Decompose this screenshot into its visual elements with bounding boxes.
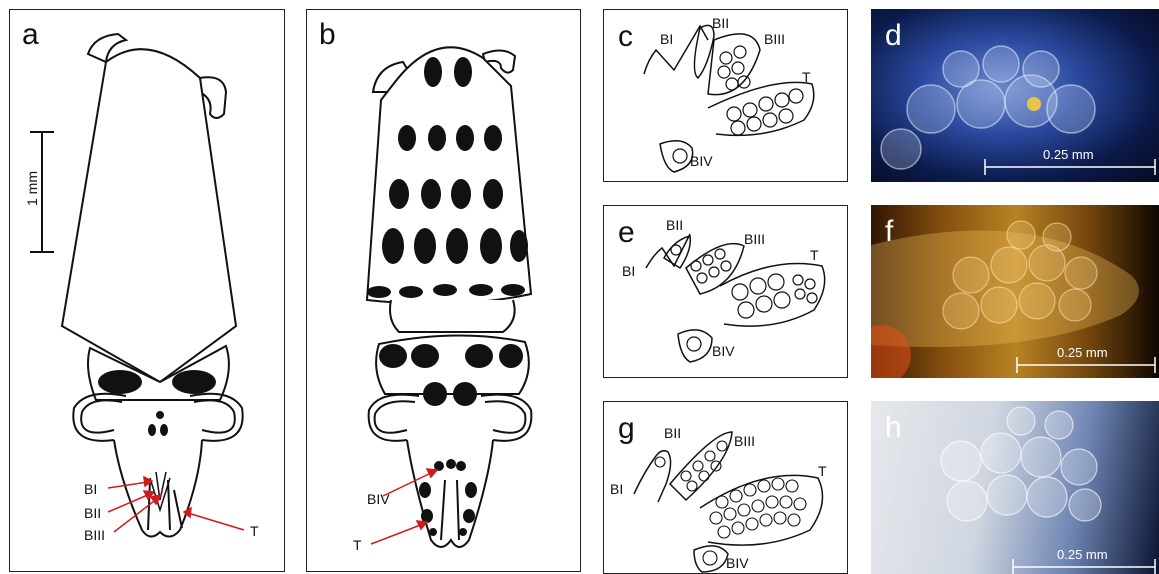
squid-chromatophore-drawing (307, 10, 581, 572)
label-biv-e: BIV (712, 344, 735, 358)
photo-d: d 0.25 mm (871, 9, 1159, 182)
sucker-photo-texture-f (871, 205, 1159, 378)
panel-g: g BII BIII BI T BIV (603, 401, 848, 574)
panel-h-letter: h (885, 413, 902, 443)
sucker-photo-texture-h (871, 401, 1159, 574)
panel-c: c BI BII BIII T BIV (603, 9, 848, 182)
label-t-a: T (250, 524, 259, 538)
label-biv-g: BIV (726, 556, 749, 570)
panel-e: e BII BIII BI T BIV (603, 205, 848, 378)
label-bi-c: BI (660, 32, 673, 46)
label-biv-b: BIV (367, 492, 390, 506)
label-biii-a: BIII (84, 528, 105, 542)
label-bii-g: BII (664, 426, 681, 440)
squid-outline-drawing (10, 10, 285, 572)
eye-left (98, 370, 142, 394)
scale-label-f: 0.25 mm (1057, 345, 1108, 360)
label-bi-e: BI (622, 264, 635, 278)
label-bi-g: BI (610, 482, 623, 496)
panel-b: b (306, 9, 581, 572)
label-bii-a: BII (84, 506, 101, 520)
label-t-g: T (818, 464, 827, 478)
label-biii-g: BIII (734, 434, 755, 448)
arm-sketch-c (604, 10, 848, 182)
label-bii-e: BII (666, 218, 683, 232)
label-biv-c: BIV (690, 154, 713, 168)
scale-label-a: 1 mm (24, 171, 40, 206)
label-bi-a: BI (84, 482, 97, 496)
label-biii-c: BIII (764, 32, 785, 46)
arm-sketch-g (604, 402, 848, 574)
panel-a: a 1 mm BI (9, 9, 285, 572)
eye-right (172, 370, 216, 394)
label-t-b: T (353, 538, 362, 552)
sucker-photo-texture-d (871, 9, 1159, 182)
panel-f-letter: f (885, 217, 893, 247)
panel-d-letter: d (885, 21, 902, 51)
scale-label-d: 0.25 mm (1043, 147, 1094, 162)
scale-label-h: 0.25 mm (1057, 547, 1108, 562)
photo-f: f 0.25 mm (871, 205, 1159, 378)
photo-h: h 0.25 mm (871, 401, 1159, 574)
label-bii-c: BII (712, 16, 729, 30)
label-t-c: T (802, 70, 811, 84)
label-biii-e: BIII (744, 232, 765, 246)
label-t-e: T (810, 248, 819, 262)
